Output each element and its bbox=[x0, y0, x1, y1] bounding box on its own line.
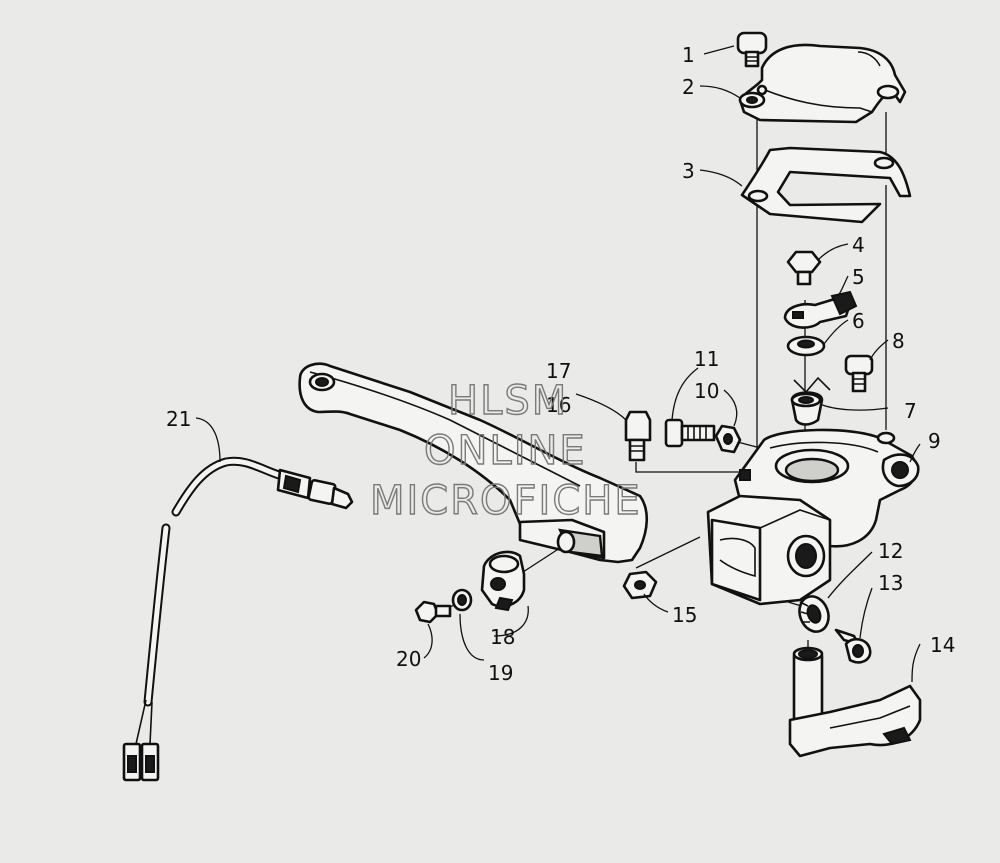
callout-9: 9 bbox=[928, 429, 941, 453]
callout-20: 20 bbox=[396, 647, 421, 671]
watermark-line-1: HLSM bbox=[448, 378, 568, 424]
part-nut-10 bbox=[714, 424, 742, 454]
callout-6: 6 bbox=[852, 309, 865, 333]
callout-4: 4 bbox=[852, 233, 865, 257]
callout-16: 16 bbox=[546, 393, 571, 417]
leader-lines bbox=[195, 45, 921, 683]
part-terminal bbox=[783, 290, 858, 329]
callout-15: 15 bbox=[672, 603, 697, 627]
watermark: HLSM ONLINE MICROFICHE bbox=[369, 377, 642, 524]
watermark-line-3: MICROFICHE bbox=[370, 478, 642, 524]
callout-13: 13 bbox=[878, 571, 903, 595]
callout-7: 7 bbox=[904, 399, 917, 423]
part-nut-15 bbox=[622, 570, 658, 600]
part-screw-8 bbox=[844, 354, 874, 393]
callout-17: 17 bbox=[546, 359, 571, 383]
part-bushing bbox=[451, 588, 473, 612]
part-upper-clamp-cover bbox=[738, 43, 907, 124]
callout-2: 2 bbox=[682, 75, 695, 99]
part-master-cylinder-housing bbox=[706, 428, 920, 606]
callout-18: 18 bbox=[490, 625, 515, 649]
part-spring-cap bbox=[790, 376, 831, 426]
callout-19: 19 bbox=[488, 661, 513, 685]
callout-14: 14 bbox=[930, 633, 955, 657]
callout-1: 1 bbox=[682, 43, 695, 67]
part-brake-lever bbox=[298, 362, 649, 564]
part-adjuster bbox=[480, 550, 526, 612]
callout-12: 12 bbox=[878, 539, 903, 563]
callout-8: 8 bbox=[892, 329, 905, 353]
callout-3: 3 bbox=[682, 159, 695, 183]
watermark-line-2: ONLINE bbox=[424, 428, 587, 474]
part-bolt-13 bbox=[834, 628, 872, 664]
callout-5: 5 bbox=[852, 265, 865, 289]
part-washer-12 bbox=[798, 595, 830, 633]
callout-labels: 1 2 3 4 5 6 7 8 9 10 11 12 13 14 15 16 1… bbox=[166, 43, 955, 685]
part-washer-6 bbox=[786, 335, 826, 357]
part-bracket bbox=[788, 646, 922, 758]
part-screw-20 bbox=[414, 600, 452, 624]
callout-11: 11 bbox=[694, 347, 719, 371]
part-gasket bbox=[740, 146, 912, 224]
part-screw-1 bbox=[736, 31, 768, 68]
callout-10: 10 bbox=[694, 379, 719, 403]
part-bolt-11 bbox=[664, 418, 716, 448]
part-pivot-bolt bbox=[624, 410, 652, 462]
part-switch-cable bbox=[122, 456, 354, 782]
callout-21: 21 bbox=[166, 407, 191, 431]
part-bolt-4 bbox=[786, 250, 822, 286]
